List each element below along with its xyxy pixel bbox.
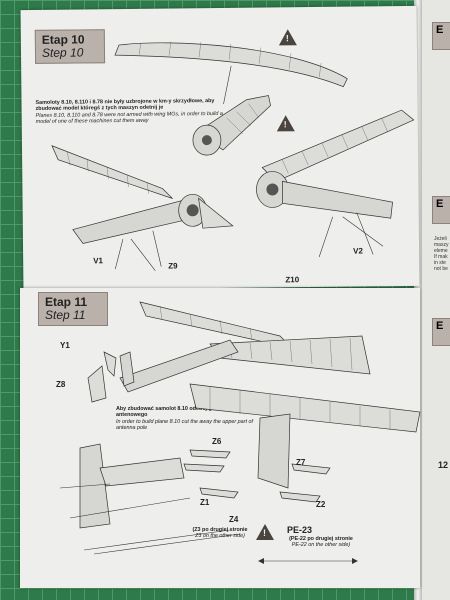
- right-page-step-tab: E: [432, 196, 450, 224]
- step-11-title: Etap 11: [45, 295, 88, 309]
- part-label-v2: V2: [353, 246, 363, 256]
- z4-note: (Z3 po drugiej stronie Z3 on the other s…: [192, 527, 248, 540]
- right-page-number: 12: [438, 460, 449, 470]
- tail-fin-part-drawing: [87, 351, 117, 403]
- plane-assembly-left-drawing: [51, 145, 234, 271]
- step-10-subtitle: Step 10: [41, 45, 84, 60]
- part-label-z4: Z4: [229, 515, 239, 524]
- tail-detail-drawing: [59, 443, 191, 529]
- small-parts-drawing: [183, 449, 331, 503]
- step-10-header: Etap 10 Step 10: [34, 29, 106, 64]
- part-label-z6: Z6: [212, 437, 222, 446]
- pe-part-label: PE-23: [287, 525, 313, 535]
- upper-wing-drawing: [114, 41, 348, 105]
- plane-main-assembly-drawing: [119, 301, 371, 393]
- part-label-z9: Z9: [168, 261, 178, 271]
- step-11-subtitle: Step 11: [45, 308, 86, 322]
- part-label-v1: V1: [93, 256, 104, 266]
- part-label-y1: Y1: [60, 341, 70, 350]
- step-11-page: Etap 11 Step 11 Y1 Z8 Aby zbudować samol…: [20, 288, 421, 588]
- step-10-page: Etap 10 Step 10 Samoloty 8.10, 8.110 i 8…: [20, 5, 420, 291]
- arrow-icon: [258, 558, 358, 564]
- part-label-z10: Z10: [285, 275, 300, 285]
- warning-icon: [256, 524, 274, 540]
- part-label-z2: Z2: [316, 500, 326, 509]
- plane-assembly-right-drawing: [256, 109, 415, 258]
- part-label-z8: Z8: [56, 380, 66, 389]
- right-page-step-tab: E: [432, 318, 450, 346]
- step-11-header: Etap 11 Step 11: [38, 292, 108, 326]
- pe-note: (PE-22 po drugiej stronie PE-22 on the o…: [289, 536, 353, 549]
- step-11-note: Aby zbudować samolot 8.10 odetnij górną …: [116, 406, 259, 432]
- right-page-step-tab: E: [432, 22, 450, 50]
- plane-lower-assembly-drawing: [189, 383, 421, 489]
- part-label-z1: Z1: [200, 498, 210, 507]
- fuselage-front-drawing: [192, 95, 271, 156]
- right-page-text: Jeżeli maszy eleme If mak in ste not be: [434, 236, 449, 272]
- rod-parts-drawing: [83, 529, 241, 555]
- part-label-z7: Z7: [296, 458, 306, 467]
- right-page: [420, 0, 450, 600]
